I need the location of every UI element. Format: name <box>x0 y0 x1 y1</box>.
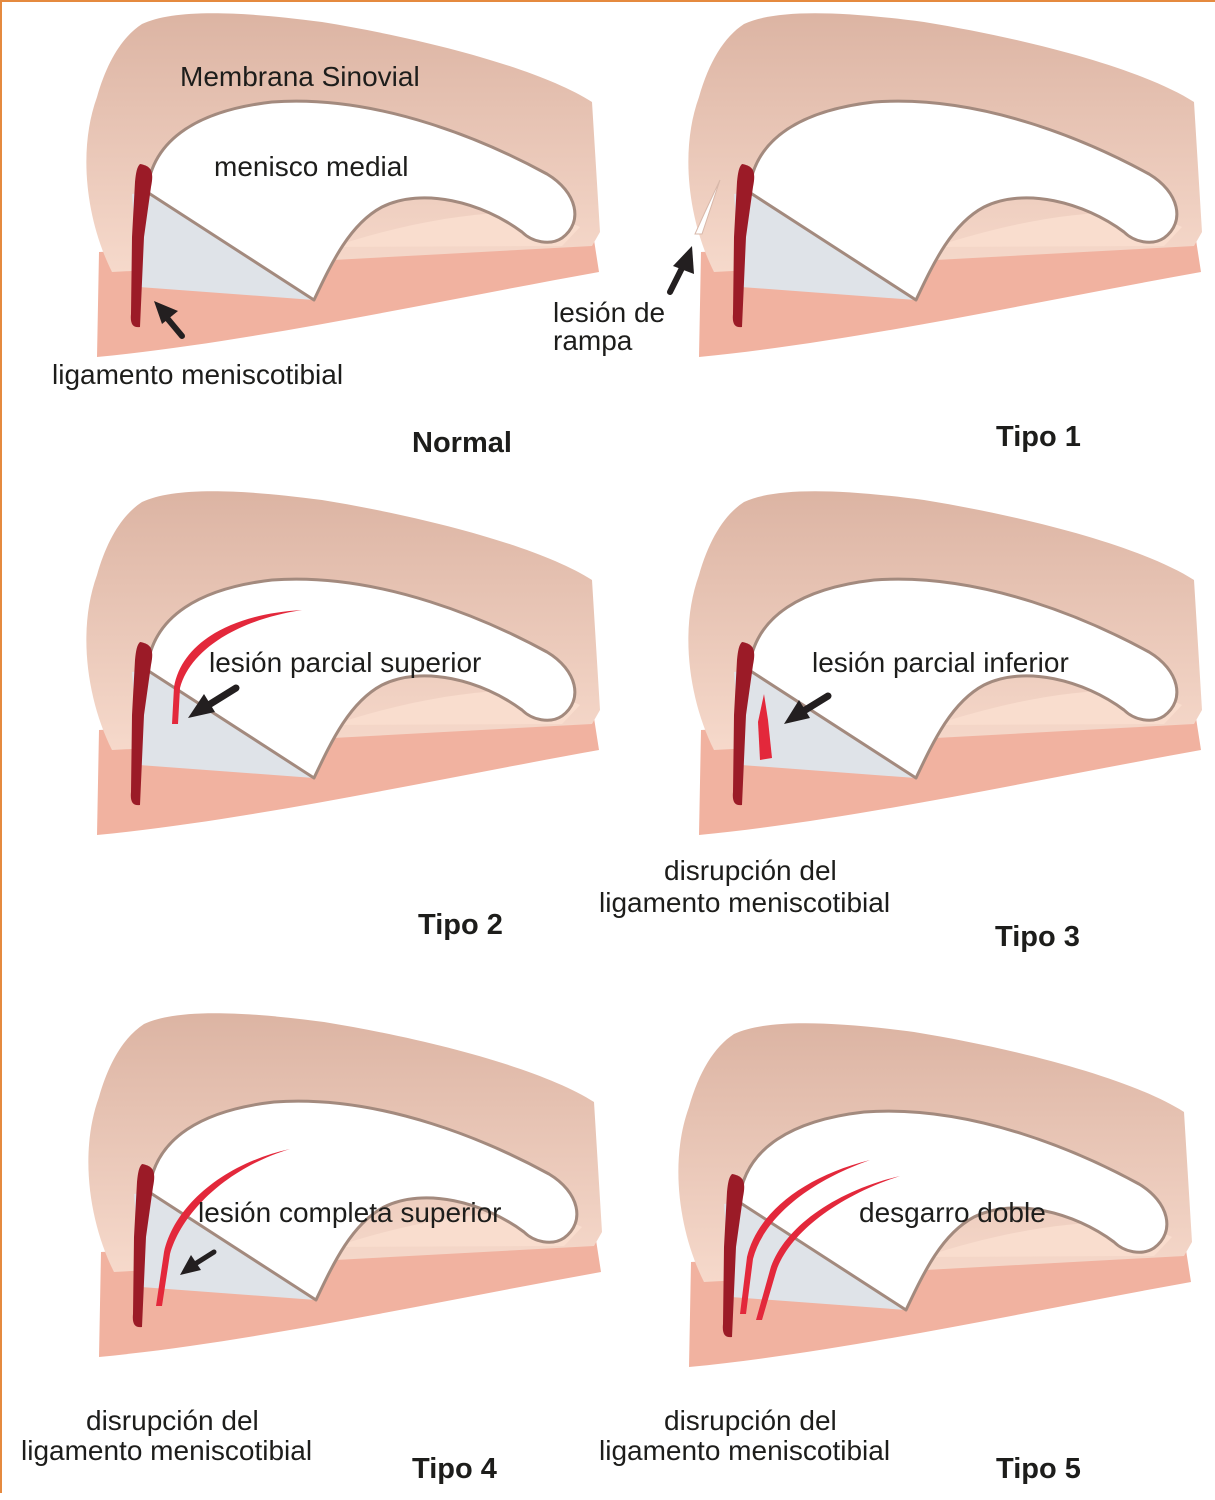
label-menisco-medial: menisco medial <box>214 151 409 182</box>
panel-title-tipo-4: Tipo 4 <box>412 1453 497 1485</box>
label-desgarro-doble: desgarro doble <box>859 1197 1046 1228</box>
panel-normal: Membrana Sinovial menisco medial ligamen… <box>52 13 600 459</box>
label-ligamento-meniscotibial: ligamento meniscotibial <box>599 1435 890 1466</box>
panel-title-normal: Normal <box>412 427 512 459</box>
panel-title-tipo-3: Tipo 3 <box>995 921 1080 953</box>
label-disrupcion-del: disrupción del <box>86 1405 259 1436</box>
panel-tipo-1: lesión de rampa Tipo 1 <box>553 13 1202 453</box>
label-ligamento-meniscotibial: ligamento meniscotibial <box>599 887 890 918</box>
panel-tipo-4: lesión completa superior disrupción del … <box>21 1013 602 1485</box>
label-lesion-parcial-inferior: lesión parcial inferior <box>812 647 1069 678</box>
label-disrupcion-del: disrupción del <box>664 855 837 886</box>
label-membrana-sinovial: Membrana Sinovial <box>180 61 420 92</box>
label-ligamento-meniscotibial: ligamento meniscotibial <box>52 359 343 390</box>
label-lesion-completa-superior: lesión completa superior <box>198 1197 502 1228</box>
label-lesion-parcial-superior: lesión parcial superior <box>209 647 481 678</box>
knee-diagram-tipo-4 <box>88 1013 602 1357</box>
knee-diagram-tipo-5 <box>678 1023 1192 1367</box>
label-ligamento-meniscotibial: ligamento meniscotibial <box>21 1435 312 1466</box>
pointer-arrow-icon <box>670 246 694 292</box>
panel-tipo-2: lesión parcial superior Tipo 2 <box>86 491 600 941</box>
panel-tipo-5: desgarro doble disrupción del ligamento … <box>599 1023 1192 1485</box>
knee-diagram-tipo-1 <box>688 13 1202 357</box>
label-rampa: rampa <box>553 325 633 356</box>
label-disrupcion-del: disrupción del <box>664 1405 837 1436</box>
panel-title-tipo-5: Tipo 5 <box>996 1453 1081 1485</box>
label-lesion-de: lesión de <box>553 297 665 328</box>
panel-title-tipo-2: Tipo 2 <box>418 909 503 941</box>
panel-title-tipo-1: Tipo 1 <box>996 421 1081 453</box>
panel-tipo-3: lesión parcial inferior disrupción del l… <box>599 491 1202 953</box>
